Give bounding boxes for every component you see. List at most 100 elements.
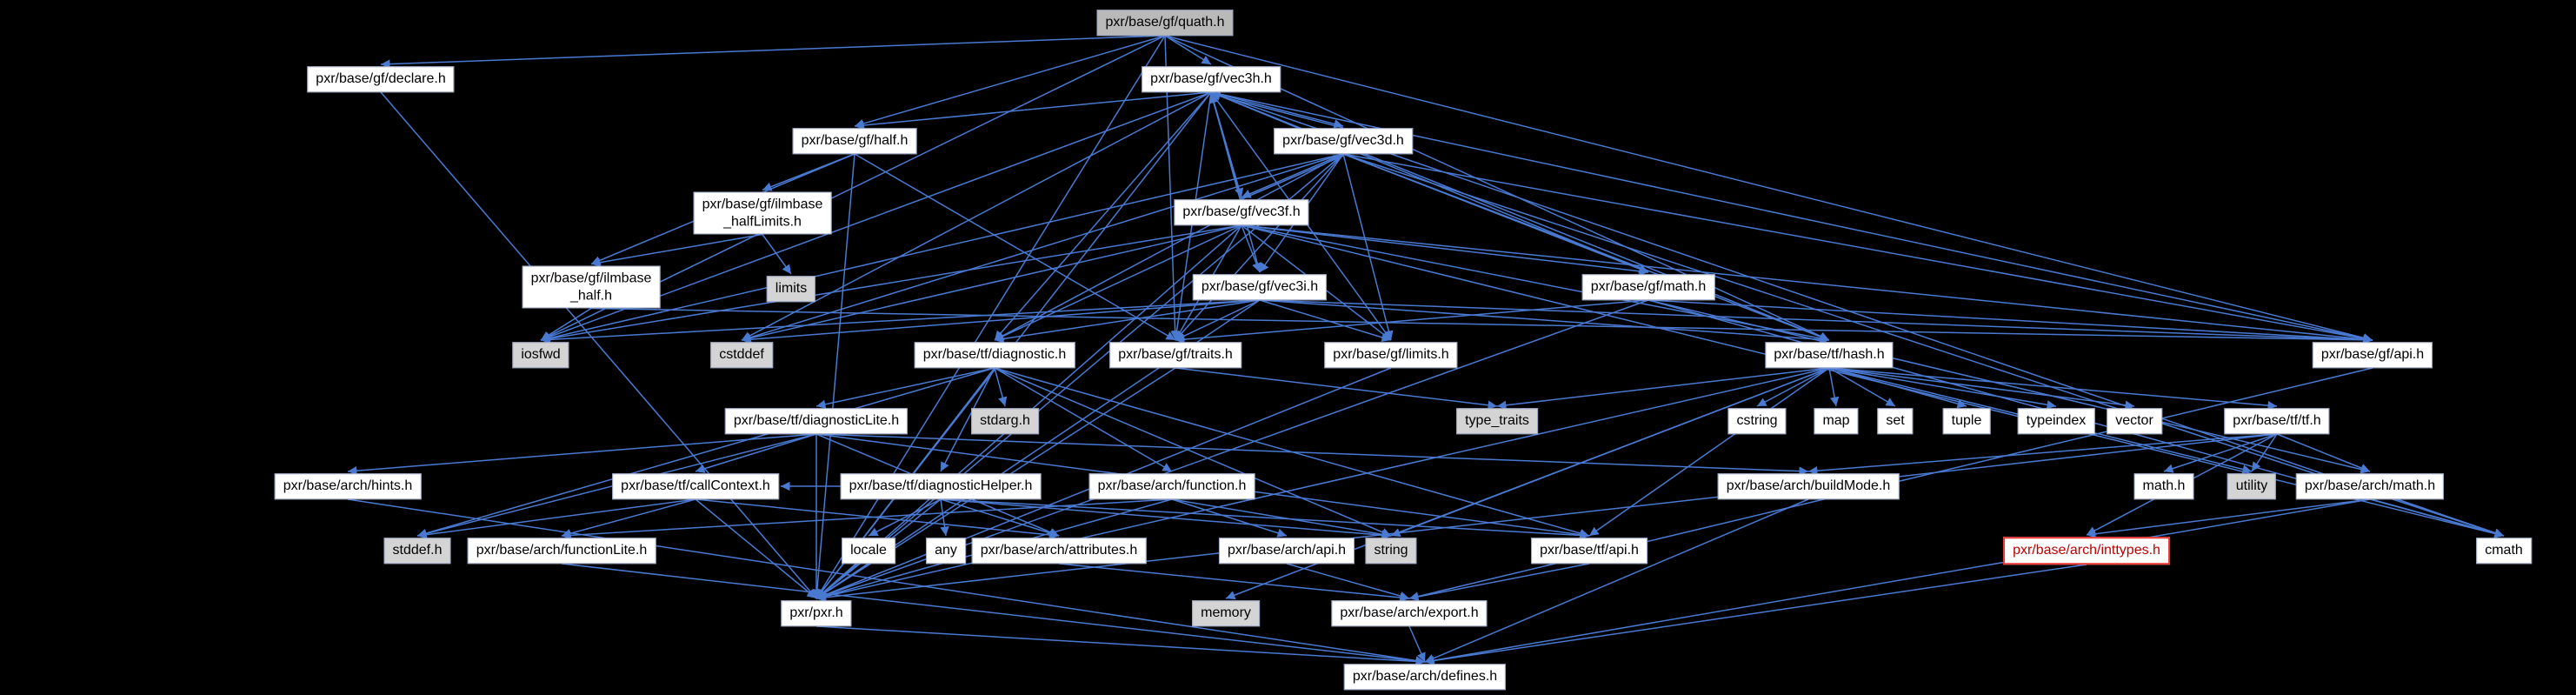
graph-node-tftf[interactable]: pxr/base/tf/tf.h [2224,408,2330,434]
include-edge-archapi-to-export [1286,563,1410,601]
graph-node-archmath[interactable]: pxr/base/arch/math.h [2295,473,2445,499]
graph-node-typeindex[interactable]: typeindex [2017,408,2095,434]
include-edge-tfdiag-to-archfunc [994,367,1173,472]
graph-node-archapi[interactable]: pxr/base/arch/api.h [1218,538,1355,564]
include-edge-vec3f-to-vec3i [1241,224,1261,273]
graph-node-string[interactable]: string [1365,538,1417,564]
include-edge-vec3d-to-gfapi [1342,153,2373,344]
include-edge-vec3f-to-vec3h [1208,93,1242,200]
graph-node-vector[interactable]: vector [2107,408,2162,434]
graph-node-tfapi[interactable]: pxr/base/tf/api.h [1531,538,1647,564]
graph-node-archfunc[interactable]: pxr/base/arch/function.h [1088,473,1255,499]
include-edge-tfhash-to-set [1828,367,1896,407]
graph-node-gfapi[interactable]: pxr/base/gf/api.h [2312,342,2433,368]
graph-node-half[interactable]: pxr/base/gf/half.h [792,128,917,154]
include-edge-diaghelper-to-string [940,498,1392,540]
graph-node-funclite[interactable]: pxr/base/arch/functionLite.h [467,538,656,564]
include-edge-gftraits-to-typetraits [1175,367,1498,410]
graph-node-iosfwd[interactable]: iosfwd [512,342,569,368]
graph-node-utility[interactable]: utility [2227,473,2277,499]
include-edge-quath-to-declare [380,35,1166,69]
graph-node-export[interactable]: pxr/base/arch/export.h [1331,600,1488,626]
include-edge-buildmode-to-defines [1424,498,1809,663]
graph-node-cmath[interactable]: cmath [2476,538,2532,564]
graph-node-gftraits[interactable]: pxr/base/gf/traits.h [1109,342,1241,368]
include-edge-vec3d-to-vec3h [1210,91,1344,129]
include-edge-tfhash-to-tuple [1828,367,1967,409]
include-edge-vec3i-to-gfapi [1259,299,2373,344]
include-edge-tftf-to-utility [2251,433,2278,472]
graph-node-stddefh[interactable]: stddef.h [383,538,451,564]
graph-node-diaghelper[interactable]: pxr/base/tf/diagnosticHelper.h [840,473,1042,499]
graph-node-callctx[interactable]: pxr/base/tf/callContext.h [612,473,779,499]
include-edge-vec3d-to-vec3f [1241,153,1344,198]
graph-node-gfmath[interactable]: pxr/base/gf/math.h [1581,274,1715,300]
graph-node-cstddef[interactable]: cstddef [710,342,773,368]
include-edge-tftf-to-pxrh [815,433,2278,603]
include-edge-diaghelper-to-attrs [940,498,1060,538]
include-edge-quath-to-half [854,35,1166,129]
graph-node-buildmode[interactable]: pxr/base/arch/buildMode.h [1717,473,1900,499]
graph-node-memory[interactable]: memory [1192,600,1260,626]
include-edge-tfapi-to-export [1408,563,1590,602]
include-edge-halfLimits-to-ilmhalf [590,233,763,267]
include-edge-vec3d-to-tfhash [1342,153,1830,342]
include-edge-vec3f-to-iosfwd [540,224,1242,344]
graph-node-typetraits[interactable]: type_traits [1456,408,1538,434]
include-edge-archmath-to-defines [1424,498,2371,665]
graph-node-mathh[interactable]: math.h [2133,473,2194,499]
include-edge-diaglite-to-buildmode [815,433,1809,476]
include-edge-archmath-to-cmath [2369,498,2505,538]
graph-node-hints[interactable]: pxr/base/arch/hints.h [274,473,422,499]
include-edge-tfhash-to-tftf [1828,367,2278,411]
graph-node-cstring[interactable]: cstring [1727,408,1787,434]
graph-node-diaglite[interactable]: pxr/base/tf/diagnosticLite.h [724,408,909,434]
include-edge-diaglite-to-hints [347,433,817,476]
include-edge-tfhash-to-tfapi [1588,367,1830,537]
include-edge-tftf-to-archmath [2276,433,2371,472]
graph-node-vec3h[interactable]: pxr/base/gf/vec3h.h [1142,66,1281,92]
graph-node-defines[interactable]: pxr/base/arch/defines.h [1343,664,1507,690]
include-edge-export-to-defines [1408,625,1426,663]
graph-node-stdarg[interactable]: stdarg.h [971,408,1039,434]
graph-node-quath[interactable]: pxr/base/gf/quath.h [1096,10,1234,36]
graph-node-locale[interactable]: locale [842,538,895,564]
graph-node-ilmhalf[interactable]: pxr/base/gf/ilmbase _half.h [522,265,661,309]
graph-node-attrs[interactable]: pxr/base/arch/attributes.h [971,538,1147,564]
include-edge-tfdiag-to-stdarg [994,367,1008,407]
include-edge-gfmath-to-archmath [1647,299,2371,474]
include-edge-vec3h-to-cmath [1210,91,2505,538]
graph-node-tuple[interactable]: tuple [1942,408,1991,434]
include-edge-ilmhalf-to-gfapi [590,307,2373,345]
include-edge-quath-to-pxrh [815,35,1166,599]
include-edge-declare-to-pxrh [380,91,817,599]
graph-node-map[interactable]: map [1814,408,1859,434]
graph-node-set[interactable]: set [1877,408,1914,434]
graph-node-pxrh[interactable]: pxr/pxr.h [781,600,852,626]
graph-node-gflimits[interactable]: pxr/base/gf/limits.h [1324,342,1458,368]
graph-node-inttypes[interactable]: pxr/base/arch/inttypes.h [2003,537,2170,565]
graph-node-tfhash[interactable]: pxr/base/tf/hash.h [1765,342,1894,368]
include-edge-half-to-pxrh [812,153,855,599]
graph-node-declare[interactable]: pxr/base/gf/declare.h [307,66,455,92]
graph-node-limits[interactable]: limits [766,276,816,302]
include-edge-diaglite-to-callctx [695,433,817,473]
graph-node-vec3i[interactable]: pxr/base/gf/vec3i.h [1192,274,1328,300]
include-edge-tfhash-to-typeindex [1828,367,2057,410]
include-edge-hints-to-defines [347,498,1426,665]
include-edge-vec3h-to-cstddef [741,91,1212,341]
include-edge-tfdiag-to-diaghelper [940,367,995,472]
include-edge-tfhash-to-vector [1828,367,2135,410]
include-edge-vec3h-to-tfdiag [994,91,1212,341]
graph-node-halfLimits[interactable]: pxr/base/gf/ilmbase _halfLimits.h [693,191,832,235]
graph-node-any[interactable]: any [926,538,966,564]
graph-node-vec3d[interactable]: pxr/base/gf/vec3d.h [1274,128,1413,154]
graph-node-vec3f[interactable]: pxr/base/gf/vec3f.h [1174,199,1309,225]
include-edge-gfmath-to-gfapi [1647,299,2373,344]
include-edge-vec3d-to-gftraits [1175,153,1344,341]
include-edge-archmath-to-inttypes [2086,498,2371,538]
include-edge-funclite-to-defines [561,563,1426,666]
graph-node-tfdiag[interactable]: pxr/base/tf/diagnostic.h [914,342,1075,368]
include-edge-tftf-to-buildmode [1807,433,2278,476]
include-edge-callctx-to-stddefh [416,498,696,539]
